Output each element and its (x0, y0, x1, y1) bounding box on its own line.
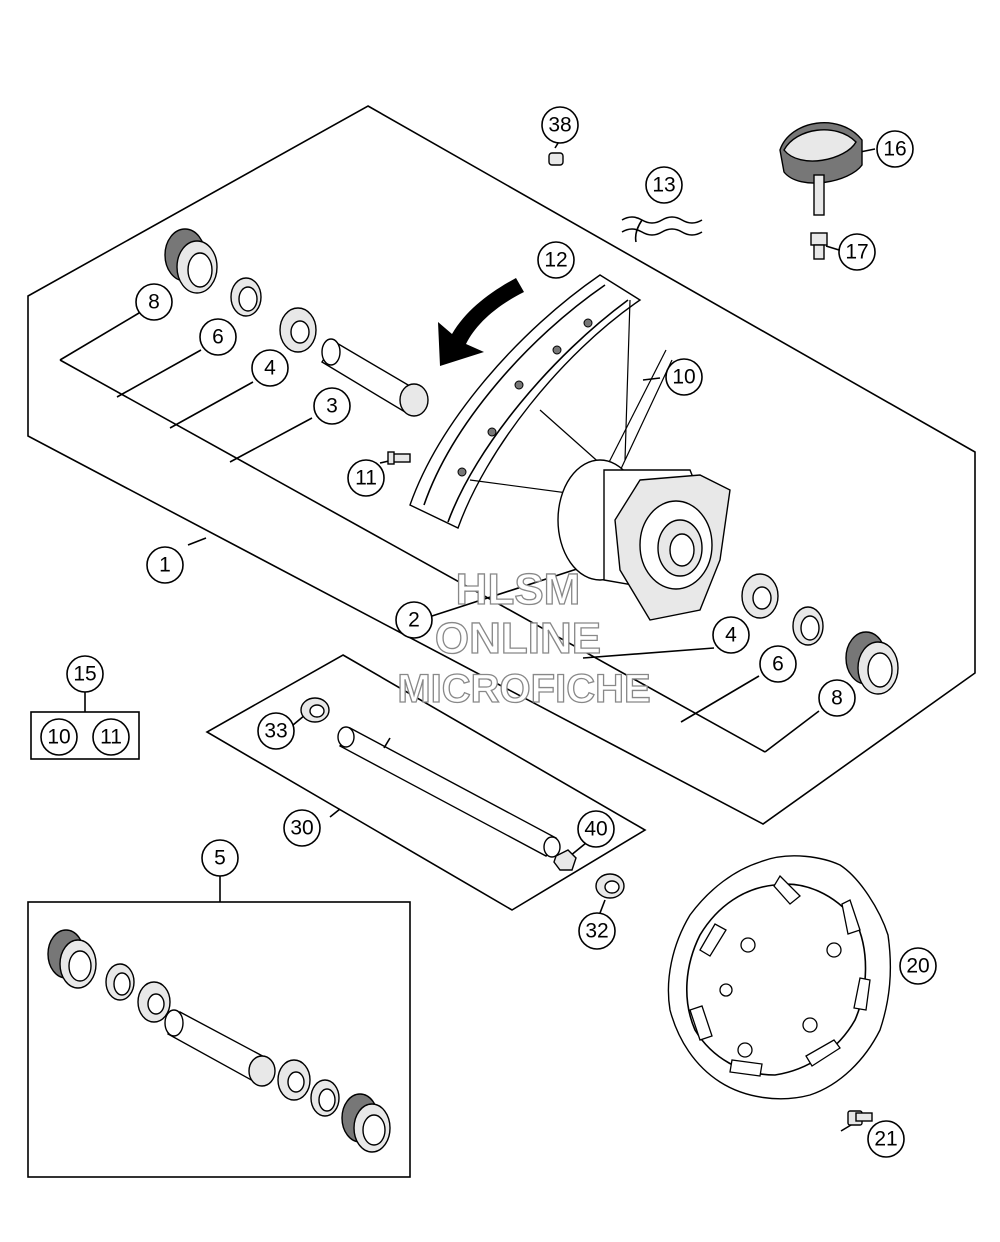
spacer-left (230, 277, 262, 317)
svg-text:40: 40 (584, 818, 607, 841)
nipple-screw (387, 451, 411, 465)
bearing-kit-parts (47, 929, 391, 1153)
svg-text:10: 10 (47, 726, 70, 749)
rotation-arrow (438, 278, 524, 366)
callout-20: 20 (899, 947, 937, 985)
valve-cap (548, 152, 564, 166)
callout-2: 2 (395, 601, 433, 639)
svg-text:13: 13 (652, 174, 675, 197)
svg-text:4: 4 (725, 624, 737, 647)
left-bracket-lines (59, 312, 766, 753)
callout-40: 40 (577, 810, 615, 848)
svg-text:32: 32 (585, 920, 608, 943)
svg-text:38: 38 (548, 114, 571, 137)
seal-right (845, 631, 899, 695)
bearing-left (279, 307, 317, 353)
callout-6-left: 6 (199, 318, 237, 356)
svg-text:1: 1 (159, 554, 171, 577)
svg-text:17: 17 (845, 241, 868, 264)
bearing-kit-box (27, 901, 411, 1178)
callout-8-left: 8 (135, 283, 173, 321)
callout-21: 21 (867, 1120, 905, 1158)
rim-tape (621, 216, 703, 243)
svg-text:10: 10 (672, 366, 695, 389)
axle-assembly-frame (205, 654, 647, 911)
svg-text:30: 30 (290, 817, 313, 840)
right-bracket-lines (187, 537, 820, 753)
callout-32: 32 (578, 912, 616, 950)
callout-4-right: 4 (712, 616, 750, 654)
svg-text:33: 33 (264, 720, 287, 743)
callout-6-right: 6 (759, 645, 797, 683)
watermark: HLSM ONLINE MICROFICHE (397, 564, 652, 711)
svg-text:6: 6 (772, 653, 784, 676)
bearing-right (741, 573, 779, 619)
axle (300, 697, 625, 899)
svg-text:2: 2 (408, 609, 420, 632)
spacer-right (792, 606, 824, 646)
callout-4-left: 4 (251, 349, 289, 387)
callout-15: 15 (66, 655, 104, 693)
callout-12: 12 (537, 241, 575, 279)
svg-text:11: 11 (100, 726, 122, 749)
svg-text:12: 12 (544, 249, 567, 272)
callout-11-nipple: 11 (347, 459, 385, 497)
callout-3: 3 (313, 387, 351, 425)
disc-bolt (847, 1110, 873, 1126)
callout-13: 13 (645, 166, 683, 204)
distance-tube (321, 338, 429, 417)
callout-8-right: 8 (818, 679, 856, 717)
callout-17: 17 (838, 233, 876, 271)
svg-text:8: 8 (831, 687, 843, 710)
callout-5: 5 (201, 839, 239, 877)
callout-33: 33 (257, 712, 295, 750)
svg-text:16: 16 (883, 138, 906, 161)
callout-38: 38 (541, 106, 579, 144)
brake-disc (667, 855, 892, 1100)
callout-10-spoke: 10 (665, 358, 703, 396)
callout-10-box: 10 (40, 718, 78, 756)
valve-nut (810, 232, 828, 260)
seal-left (164, 228, 218, 294)
svg-text:8: 8 (148, 291, 160, 314)
watermark-line-2: ONLINE (435, 614, 601, 663)
rim (409, 274, 642, 529)
inner-tube-valve (779, 122, 863, 216)
wheel-assembly-frame (27, 105, 976, 825)
svg-text:6: 6 (212, 326, 224, 349)
callout-16: 16 (876, 130, 914, 168)
callout-11-box: 11 (92, 718, 130, 756)
svg-text:21: 21 (874, 1128, 897, 1151)
svg-text:15: 15 (73, 663, 96, 686)
svg-text:5: 5 (214, 847, 226, 870)
svg-text:4: 4 (264, 357, 276, 380)
watermark-line-3: MICROFICHE (397, 667, 650, 711)
hub (557, 459, 731, 621)
callout-30: 30 (283, 809, 321, 847)
watermark-line-1: HLSM (456, 565, 581, 614)
svg-text:11: 11 (355, 467, 377, 490)
svg-text:20: 20 (906, 955, 929, 978)
svg-text:3: 3 (326, 395, 338, 418)
callout-1: 1 (146, 546, 184, 584)
